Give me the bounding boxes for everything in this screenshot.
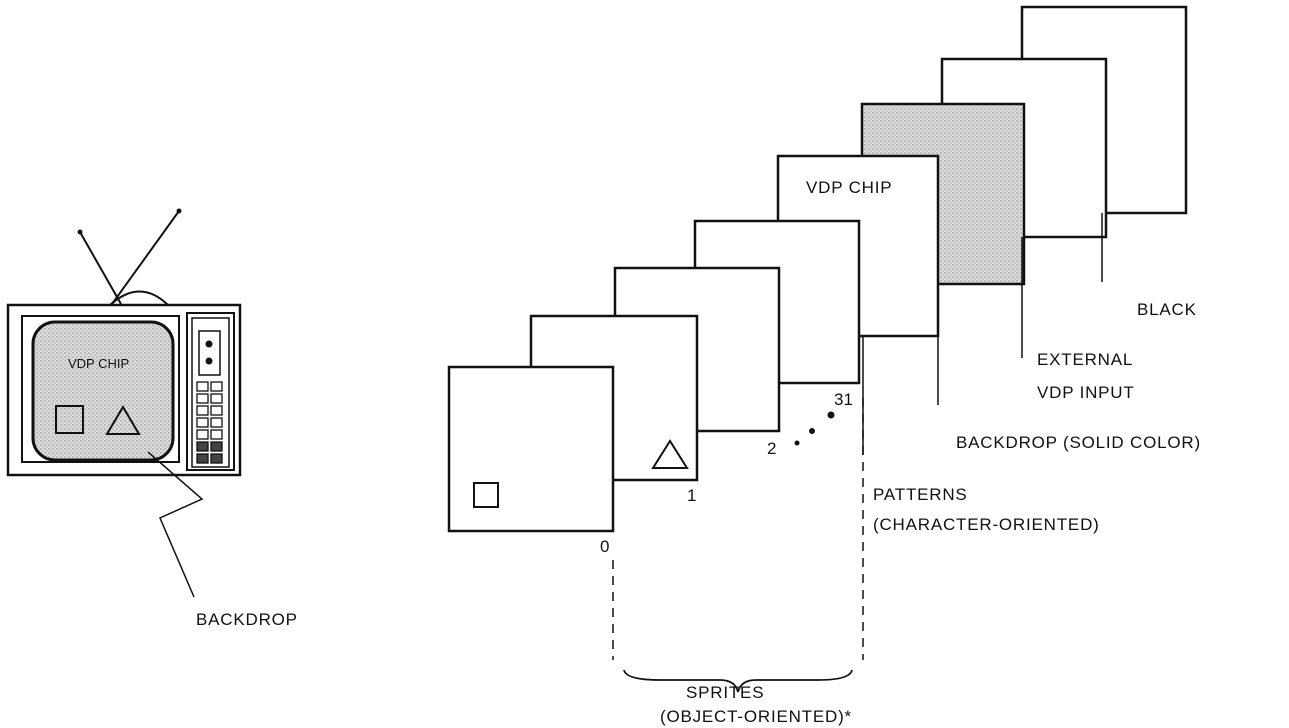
label-external-line2: VDP INPUT (1037, 383, 1135, 402)
ellipsis-dot (827, 411, 835, 419)
sprite-number-0: 0 (600, 537, 609, 556)
plane-square-sprite (473, 482, 499, 508)
plane-chip-text: VDP CHIP (806, 178, 892, 197)
ellipsis-dot (794, 440, 800, 446)
tv-screen-text: VDP CHIP (68, 356, 129, 371)
label-patterns-line1: PATTERNS (873, 485, 968, 504)
tv-button (210, 429, 223, 440)
tv-button (196, 393, 209, 404)
tv-screen (31, 320, 175, 462)
plane-labels: BLACK EXTERNAL VDP INPUT BACKDROP (SOLID… (660, 300, 1201, 726)
tv-button (196, 441, 209, 452)
tv-button (210, 381, 223, 392)
sprite-plane-0 (447, 365, 615, 533)
antenna-base (109, 290, 169, 306)
tv-button-grid (196, 381, 223, 464)
antenna-right (111, 210, 180, 305)
tv-button (210, 405, 223, 416)
label-sprites-line1: SPRITES (686, 683, 764, 702)
sprites-brace (623, 669, 853, 693)
label-patterns-line2: (CHARACTER-ORIENTED) (873, 515, 1100, 534)
tv-button (196, 429, 209, 440)
plane-triangle-sprite (651, 439, 689, 469)
tv-button (196, 405, 209, 416)
tv-button (196, 417, 209, 428)
label-sprites-line2: (OBJECT-ORIENTED)* (660, 707, 852, 726)
label-external-line1: EXTERNAL (1037, 350, 1133, 369)
tv-button (210, 441, 223, 452)
antenna-left (79, 231, 122, 305)
label-black: BLACK (1137, 300, 1197, 319)
tv-knob-icon (205, 357, 213, 365)
tv-control-panel (186, 312, 235, 471)
sprite-number-31: 31 (834, 390, 853, 409)
tv-backdrop-label: BACKDROP (196, 610, 298, 629)
tv-knob-icon (205, 340, 213, 348)
tv-button (196, 453, 209, 464)
ellipsis-dot (809, 428, 815, 434)
sprite-number-1: 1 (687, 486, 696, 505)
tv-set: VDP CHIP BACKDROP (6, 208, 298, 629)
tv-button (196, 381, 209, 392)
sprite-bracket-guides (612, 398, 864, 660)
tv-button (210, 393, 223, 404)
backdrop-pointer (147, 451, 204, 598)
tv-triangle-sprite (105, 405, 141, 435)
label-backdrop: BACKDROP (SOLID COLOR) (956, 433, 1201, 452)
tv-knob-panel (198, 330, 221, 376)
tv-button (210, 417, 223, 428)
tv-button (210, 453, 223, 464)
sprite-number-2: 2 (767, 439, 776, 458)
tv-square-sprite (55, 405, 84, 434)
plane-stack: VDP CHIP 0 1 2 31 (447, 5, 1188, 556)
